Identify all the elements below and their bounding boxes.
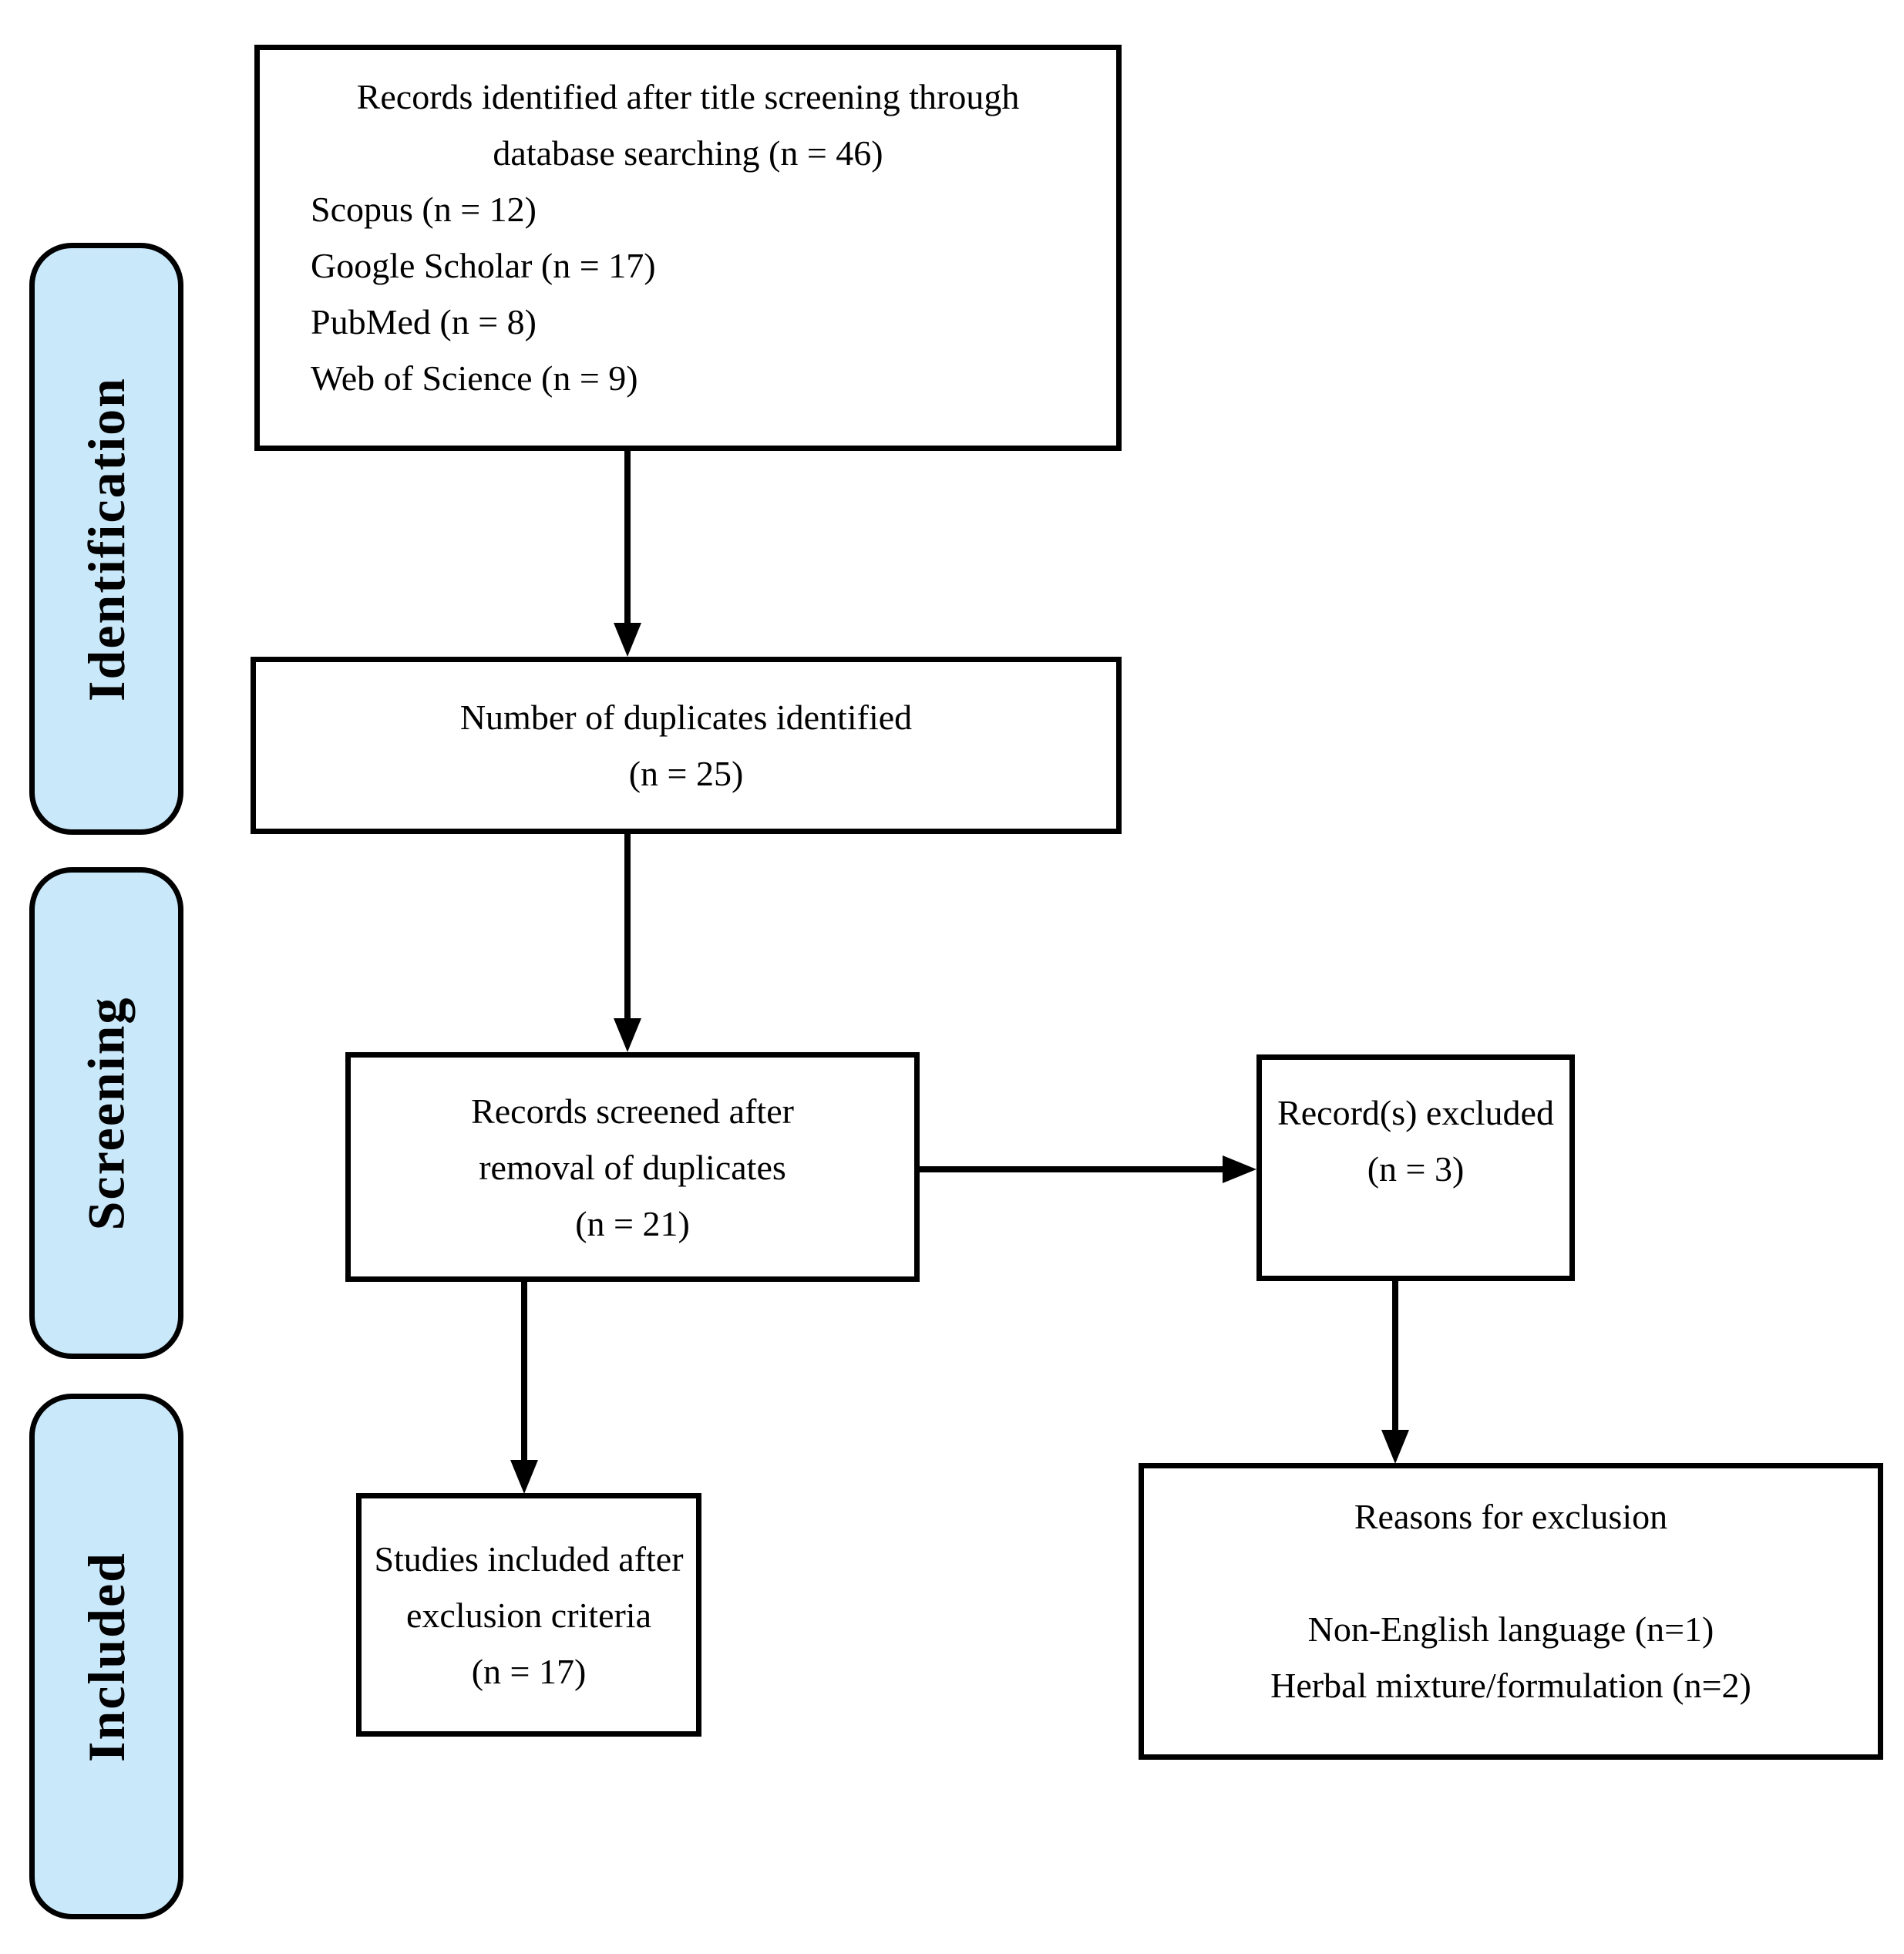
box-records-excluded: Record(s) excluded (n = 3)	[1256, 1054, 1575, 1281]
arrow-excluded-to-reasons	[1392, 1281, 1398, 1431]
records-identified-heading: Records identified after title screening…	[260, 69, 1116, 181]
arrow-identified-to-duplicates	[624, 451, 631, 625]
text-line: (n = 21)	[575, 1203, 690, 1243]
text-line: removal of duplicates	[479, 1147, 786, 1187]
reason-line: Non-English language (n=1)	[1307, 1609, 1714, 1649]
arrow-screened-to-excluded	[920, 1166, 1224, 1172]
stage-included: Included	[29, 1394, 183, 1919]
box-studies-included: Studies included after exclusion criteri…	[356, 1493, 701, 1737]
text-line: Records screened after	[471, 1091, 794, 1131]
text-line: Studies included after	[374, 1539, 684, 1579]
stage-screening: Screening	[29, 867, 183, 1359]
arrow-screened-to-included	[521, 1282, 527, 1461]
source-line: Web of Science (n = 9)	[311, 358, 638, 398]
text-line: Record(s) excluded	[1277, 1093, 1554, 1132]
text-line: Number of duplicates identified	[459, 698, 913, 737]
arrowhead-down-icon	[614, 1018, 641, 1052]
box-records-identified: Records identified after title screening…	[254, 45, 1122, 451]
arrowhead-down-icon	[614, 623, 641, 657]
records-identified-sources: Scopus (n = 12) Google Scholar (n = 17) …	[260, 181, 1116, 406]
source-line: Scopus (n = 12)	[311, 190, 537, 229]
box-exclusion-reasons: Reasons for exclusion Non-English langua…	[1139, 1463, 1883, 1760]
text-line: database searching (n = 46)	[493, 133, 883, 173]
text-line: (n = 3)	[1367, 1149, 1465, 1189]
arrow-duplicates-to-screened	[624, 834, 631, 1019]
arrowhead-down-icon	[1381, 1430, 1409, 1464]
text-line: Records identified after title screening…	[356, 77, 1020, 116]
text-line: (n = 17)	[471, 1651, 587, 1691]
stage-identification: Identification	[29, 243, 183, 835]
arrowhead-down-icon	[510, 1460, 538, 1494]
exclusion-reasons-title: Reasons for exclusion	[1354, 1497, 1668, 1536]
stage-included-label: Included	[76, 1551, 136, 1762]
spacer	[1144, 1545, 1878, 1601]
arrowhead-right-icon	[1223, 1155, 1256, 1183]
text-line: exclusion criteria	[405, 1595, 652, 1635]
stage-screening-label: Screening	[76, 996, 136, 1230]
text-line: (n = 25)	[628, 754, 744, 793]
box-records-screened: Records screened after removal of duplic…	[345, 1052, 920, 1282]
stage-identification-label: Identification	[76, 376, 136, 701]
source-line: PubMed (n = 8)	[311, 302, 537, 341]
reason-line: Herbal mixture/formulation (n=2)	[1270, 1666, 1751, 1705]
box-duplicates-identified: Number of duplicates identified (n = 25)	[251, 657, 1122, 834]
source-line: Google Scholar (n = 17)	[311, 246, 656, 285]
